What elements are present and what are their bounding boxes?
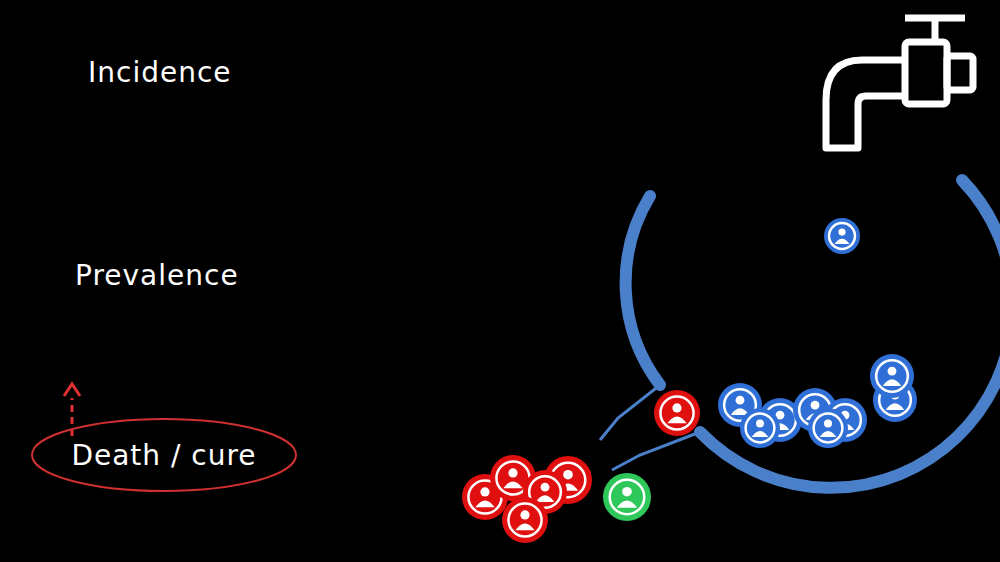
person-body bbox=[475, 500, 494, 507]
person-head bbox=[563, 470, 573, 480]
person-head bbox=[756, 420, 764, 428]
person-head bbox=[838, 228, 845, 235]
term-label: Prevalence bbox=[75, 259, 239, 292]
person-disc bbox=[740, 408, 780, 448]
person-disc bbox=[654, 390, 700, 436]
people-icons bbox=[462, 218, 917, 543]
person-head bbox=[508, 468, 517, 477]
person-icon bbox=[824, 218, 860, 254]
tap-icon bbox=[826, 18, 973, 148]
person-head bbox=[811, 401, 820, 410]
ellipse-node: Death / cure bbox=[30, 417, 298, 493]
person-disc bbox=[870, 354, 914, 398]
person-icon bbox=[654, 390, 700, 436]
person-disc bbox=[502, 497, 548, 543]
person-ring bbox=[508, 503, 541, 536]
term-label: Incidence bbox=[88, 56, 232, 89]
person-ring bbox=[829, 223, 855, 249]
person-head bbox=[888, 367, 897, 376]
ellipse-shape bbox=[32, 419, 296, 491]
person-body bbox=[515, 523, 534, 530]
person-ring bbox=[660, 396, 693, 429]
person-head bbox=[672, 403, 681, 412]
person-icon bbox=[808, 408, 848, 448]
node-text: Death / cure bbox=[71, 439, 256, 472]
person-body bbox=[617, 501, 637, 508]
person-disc bbox=[808, 408, 848, 448]
person-head bbox=[520, 510, 529, 519]
person-disc bbox=[603, 473, 651, 521]
person-icon bbox=[502, 497, 548, 543]
person-icon bbox=[870, 354, 914, 398]
person-body bbox=[667, 416, 686, 423]
person-body bbox=[883, 379, 901, 386]
person-ring bbox=[746, 414, 775, 443]
person-head bbox=[622, 487, 632, 497]
person-ring bbox=[814, 414, 843, 443]
person-head bbox=[541, 483, 550, 492]
person-head bbox=[736, 396, 745, 405]
person-disc bbox=[824, 218, 860, 254]
person-head bbox=[480, 487, 489, 496]
person-body bbox=[886, 403, 904, 410]
person-body bbox=[834, 239, 849, 244]
bowl bbox=[626, 180, 1000, 488]
person-head bbox=[824, 420, 832, 428]
person-icon bbox=[603, 473, 651, 521]
person-body bbox=[536, 495, 554, 502]
person-ring bbox=[610, 480, 645, 515]
spout bbox=[600, 385, 700, 470]
person-icon bbox=[740, 408, 780, 448]
person-ring bbox=[876, 360, 908, 392]
person-body bbox=[820, 431, 837, 437]
person-body bbox=[503, 481, 522, 488]
person-body bbox=[752, 431, 769, 437]
